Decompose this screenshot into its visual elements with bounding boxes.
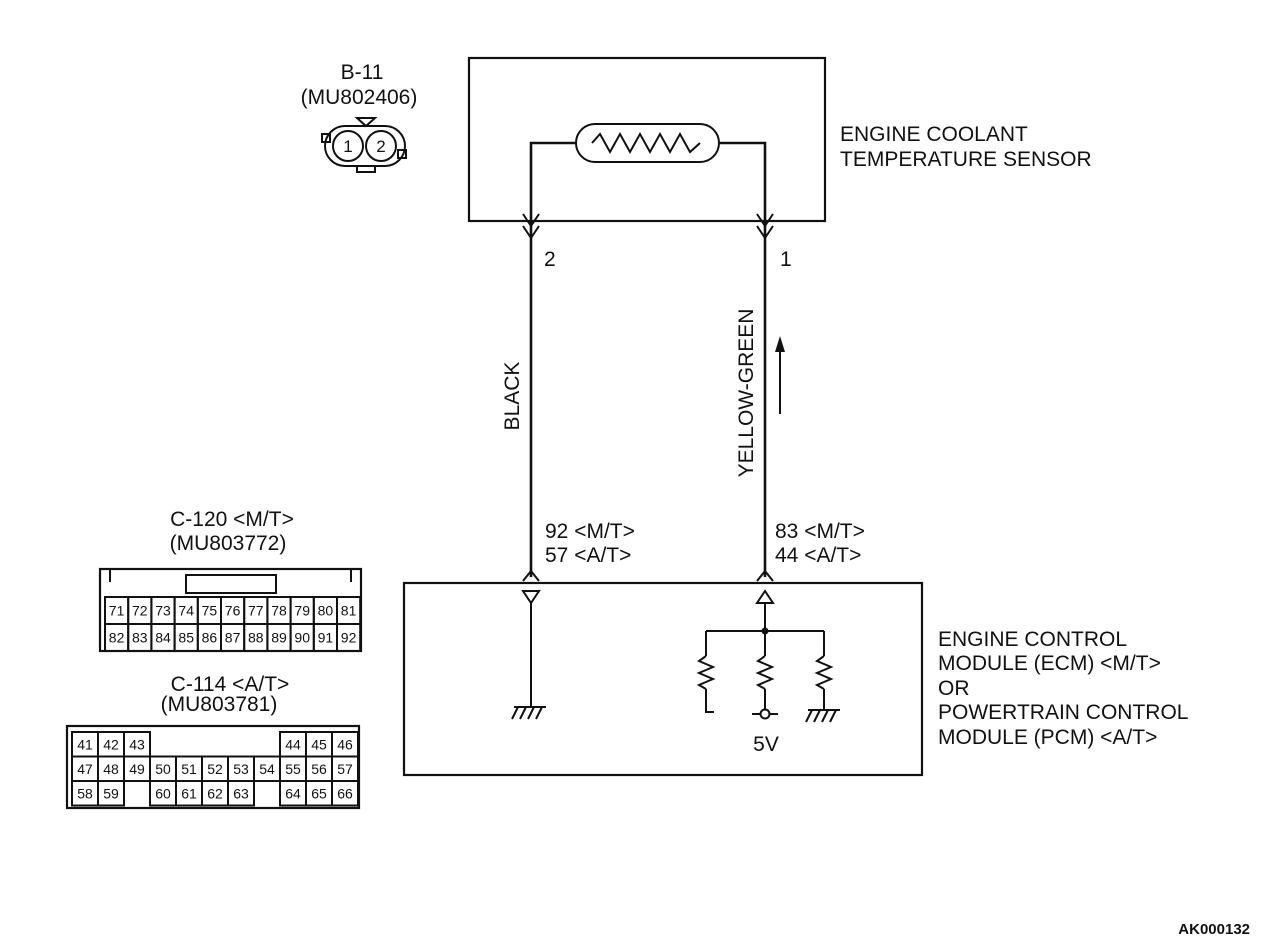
module-label-line5: MODULE (PCM) <A/T> — [938, 726, 1157, 749]
module-box: 5V — [402, 581, 924, 777]
module-label-line1: ENGINE CONTROL — [938, 628, 1127, 651]
c114-pin-51: 51 — [181, 761, 197, 777]
wire-black-color: BLACK — [501, 362, 524, 431]
sensor-connector-pin1: 1 — [343, 137, 352, 156]
c120-pin-75: 75 — [202, 603, 218, 619]
c120-pin-85: 85 — [178, 630, 194, 646]
terminal-83-44 — [755, 589, 775, 604]
c120-pin-91: 91 — [318, 630, 334, 646]
c114-pin-65: 65 — [311, 785, 327, 801]
c120-pin-88: 88 — [248, 630, 264, 646]
c114-pin-55: 55 — [285, 761, 301, 777]
c114-id: C-114 <A/T> — [171, 673, 290, 696]
terminal-92-57 — [521, 590, 541, 605]
c114-pin-44: 44 — [285, 736, 301, 752]
wire-yellow-green-color: YELLOW-GREEN — [735, 309, 758, 478]
sensor-label-line1: ENGINE COOLANT — [840, 123, 1028, 146]
c120-pin-74: 74 — [178, 603, 194, 619]
c120-pin-73: 73 — [155, 603, 171, 619]
c114-pin-42: 42 — [103, 736, 119, 752]
wire-yellow-green-term-at: 44 <A/T> — [775, 544, 861, 567]
coolant-sensor-box — [467, 56, 827, 226]
sensor-connector-b11: B-11 (MU802406) 1 2 — [301, 61, 418, 173]
module-label-line2: MODULE (ECM) <M/T> — [938, 652, 1161, 675]
c120-pin-83: 83 — [132, 630, 148, 646]
c114-pin-58: 58 — [77, 785, 93, 801]
resistor-middle — [755, 655, 775, 690]
c120-pin-89: 89 — [271, 630, 287, 646]
c120-pin-87: 87 — [225, 630, 241, 646]
c114-pin-45: 45 — [311, 736, 327, 752]
c120-pin-78: 78 — [271, 603, 287, 619]
c120-pin-81: 81 — [341, 603, 357, 619]
c114-pin-59: 59 — [103, 785, 119, 801]
figure-code: AK000132 — [1178, 921, 1250, 938]
module-label-line3: OR — [938, 677, 970, 700]
wire-black-term-at: 57 <A/T> — [545, 544, 631, 567]
c120-pin-86: 86 — [202, 630, 218, 646]
c120-part: (MU803772) — [170, 532, 287, 555]
sensor-connector-pin2: 2 — [376, 137, 385, 156]
sensor-connector-icon: 1 2 — [321, 117, 407, 173]
c114-pin-50: 50 — [155, 761, 171, 777]
thermistor-body — [575, 123, 720, 163]
c114-pin-64: 64 — [285, 785, 301, 801]
c120-pin-79: 79 — [294, 603, 310, 619]
c114-pin-66: 66 — [337, 785, 353, 801]
c114-pin-54: 54 — [259, 761, 275, 777]
c120-pin-76: 76 — [225, 603, 241, 619]
ground-symbol-right — [805, 709, 840, 723]
thermistor-resistor — [591, 131, 701, 155]
c114-pin-47: 47 — [77, 761, 93, 777]
supply-terminal — [759, 708, 771, 720]
c114-pin-cell — [227, 780, 255, 807]
wire-yellow-green — [756, 213, 774, 582]
c114-pin-41: 41 — [77, 736, 93, 752]
wire-black — [522, 213, 540, 582]
c114-pin-cell — [331, 780, 359, 807]
c120-pin-84: 84 — [155, 630, 171, 646]
module-label-line4: POWERTRAIN CONTROL — [938, 701, 1188, 724]
c114-part: (MU803781) — [161, 693, 278, 716]
sensor-label-line2: TEMPERATURE SENSOR — [840, 148, 1092, 171]
c114-pin-62: 62 — [207, 785, 223, 801]
c120-pin-92: 92 — [341, 630, 357, 646]
c120-pin-82: 82 — [109, 630, 125, 646]
sensor-connector-id: B-11 — [341, 61, 384, 84]
sensor-connector-part: (MU802406) — [301, 86, 418, 109]
c114-pin-grid: 41 42 43 44 45 46 47 48 49 50 51 52 53 54 55 56 57 58 59 60… — [71, 731, 359, 807]
wire-yellow-green-term-mt: 83 <M/T> — [775, 520, 865, 543]
c114-pin-cell — [97, 780, 125, 807]
wire-black-pin: 2 — [544, 248, 556, 271]
c114-pin-49: 49 — [129, 761, 145, 777]
c114-pin-52: 52 — [207, 761, 223, 777]
c120-id: C-120 <M/T> — [170, 508, 294, 531]
supply-voltage-label: 5V — [753, 733, 779, 756]
resistor-left — [696, 655, 716, 690]
resistor-right — [814, 655, 834, 690]
c120-pin-77: 77 — [248, 603, 264, 619]
c114-pin-48: 48 — [103, 761, 119, 777]
wire-black-term-mt: 92 <M/T> — [545, 520, 635, 543]
current-direction-arrow — [775, 336, 785, 414]
ground-symbol-left — [511, 706, 546, 720]
c114-pin-46: 46 — [337, 736, 353, 752]
c120-pin-72: 72 — [132, 603, 148, 619]
c114-pin-56: 56 — [311, 761, 327, 777]
c114-pin-53: 53 — [233, 761, 249, 777]
c114-pin-43: 43 — [129, 736, 145, 752]
c120-pin-71: 71 — [109, 603, 125, 619]
c114-pin-60: 60 — [155, 785, 171, 801]
c120-pin-grid: 71 72 73 74 75 76 77 78 79 80 81 82 83 84 85 86 87 88 89 90… — [104, 596, 362, 652]
c120-pin-90: 90 — [294, 630, 310, 646]
c120-pin-80: 80 — [318, 603, 334, 619]
c120-pin-cell — [336, 623, 362, 652]
c114-pin-57: 57 — [337, 761, 353, 777]
c114-pin-61: 61 — [181, 785, 197, 801]
c114-pin-63: 63 — [233, 785, 249, 801]
wire-yellow-green-pin: 1 — [780, 248, 792, 271]
